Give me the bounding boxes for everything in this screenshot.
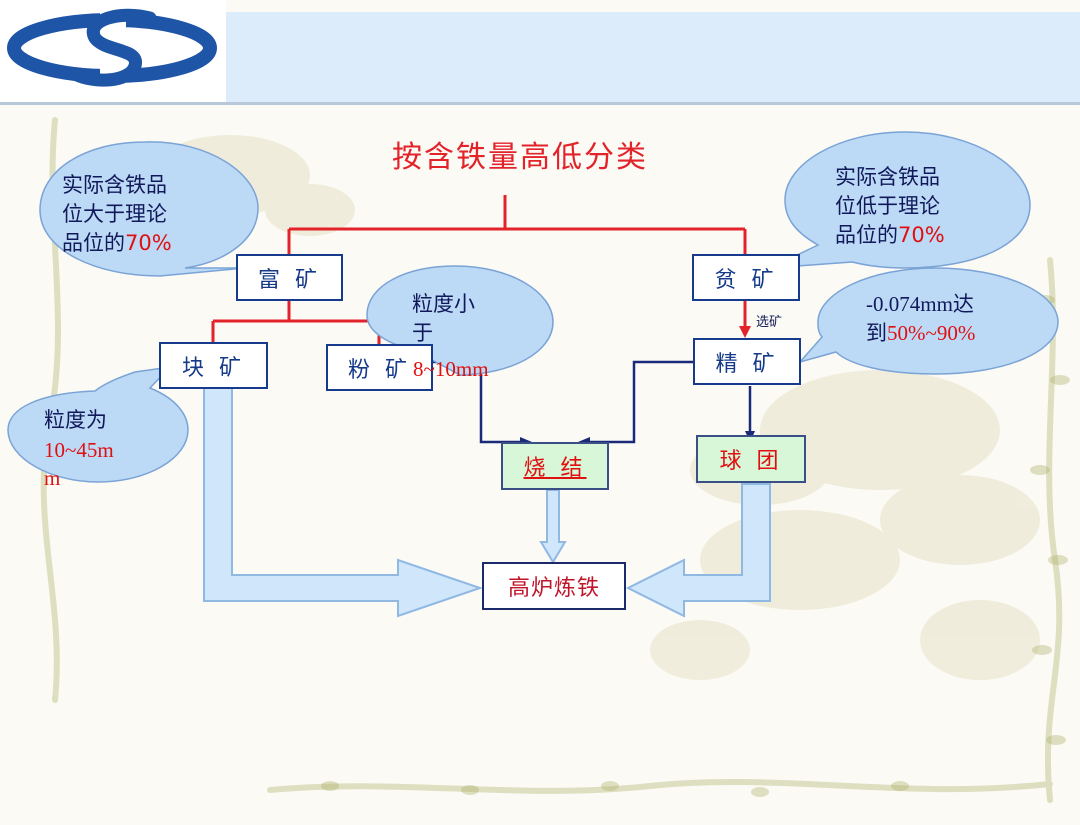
node-lean-ore: 贫 矿 bbox=[692, 254, 800, 301]
node-lump-ore: 块 矿 bbox=[159, 342, 268, 389]
lean-ore-callout-text: 实际含铁品 位低于理论 品位的70% bbox=[835, 163, 945, 250]
rich-callout-line1: 实际含铁品 bbox=[62, 173, 167, 197]
node-blast-furnace: 高炉炼铁 bbox=[482, 562, 626, 610]
lump-size-callout-bubble bbox=[7, 365, 189, 483]
rich-callout-line3: 品位的70% bbox=[62, 229, 172, 258]
header-divider bbox=[0, 102, 1080, 105]
rich-ore-callout-text: 实际含铁品 位大于理论 品位的70% bbox=[62, 171, 172, 258]
concentrate-size-callout-text: -0.074mm达 到50%~90% bbox=[866, 290, 975, 348]
rich-callout-value: 70% bbox=[125, 231, 172, 255]
lean-callout-line3-prefix: 品位的 bbox=[835, 223, 898, 247]
header-band bbox=[226, 12, 1080, 102]
company-logo-icon bbox=[7, 8, 217, 88]
node-lean-ore-label: 贫 矿 bbox=[714, 267, 778, 293]
lean-callout-line3: 品位的70% bbox=[835, 221, 945, 250]
rich-callout-line3-prefix: 品位的 bbox=[62, 231, 125, 255]
concentrate-size-callout-bubble bbox=[797, 267, 1059, 375]
lean-callout-line2: 位低于理论 bbox=[835, 194, 940, 218]
concentrate-callout-line2: 到50%~90% bbox=[866, 319, 975, 348]
rich-callout-line2: 位大于理论 bbox=[62, 202, 167, 226]
lean-callout-line1: 实际含铁品 bbox=[835, 165, 940, 189]
node-rich-ore: 富 矿 bbox=[236, 254, 343, 301]
pellet-to-furnace-arrow bbox=[625, 483, 771, 618]
node-fine-ore-label: 粉 矿 bbox=[348, 357, 411, 383]
fine-size-callout-value: 8~10mm bbox=[413, 357, 489, 381]
rich-ore-callout-bubble bbox=[39, 141, 259, 277]
sinter-to-furnace-arrow bbox=[539, 489, 567, 564]
concentrate-callout-line1: -0.074mm达 bbox=[866, 292, 974, 316]
diagram-title: 按含铁量高低分类 bbox=[392, 140, 648, 175]
edge-label-beneficiation: 选矿 bbox=[756, 315, 783, 330]
node-sinter: 烧 结 bbox=[501, 442, 609, 490]
node-lump-ore-label: 块 矿 bbox=[182, 355, 245, 381]
node-fine-ore: 粉 矿 bbox=[326, 344, 433, 391]
lump-callout-line2: 10~45m bbox=[44, 438, 114, 462]
lump-to-furnace-arrow bbox=[203, 387, 484, 618]
node-concentrate: 精 矿 bbox=[693, 338, 801, 385]
fine-callout-line1: 粒度小 bbox=[412, 292, 475, 316]
concentrate-callout-value: 50%~90% bbox=[887, 321, 976, 345]
lean-ore-callout-bubble bbox=[769, 131, 1031, 269]
node-pellet-label: 球 团 bbox=[719, 449, 783, 474]
lean-callout-value: 70% bbox=[898, 223, 945, 247]
lump-size-callout-value: 10~45m m bbox=[44, 436, 114, 492]
node-blast-furnace-label: 高炉炼铁 bbox=[507, 576, 600, 601]
logo-area bbox=[0, 0, 226, 102]
lump-size-callout-text: 粒度为 bbox=[44, 406, 107, 435]
fine-size-callout-text: 粒度小 于 bbox=[412, 290, 475, 348]
lump-callout-line1: 粒度为 bbox=[44, 408, 107, 432]
node-sinter-label: 烧 结 bbox=[523, 456, 587, 481]
fine-callout-line2: 于 bbox=[412, 321, 433, 345]
node-rich-ore-label: 富 矿 bbox=[258, 267, 321, 293]
node-pellet: 球 团 bbox=[696, 435, 806, 483]
beneficiation-arrowhead bbox=[739, 326, 751, 338]
node-concentrate-label: 精 矿 bbox=[715, 351, 779, 377]
lump-callout-line3: m bbox=[44, 466, 61, 490]
concentrate-callout-line2-prefix: 到 bbox=[866, 321, 887, 345]
